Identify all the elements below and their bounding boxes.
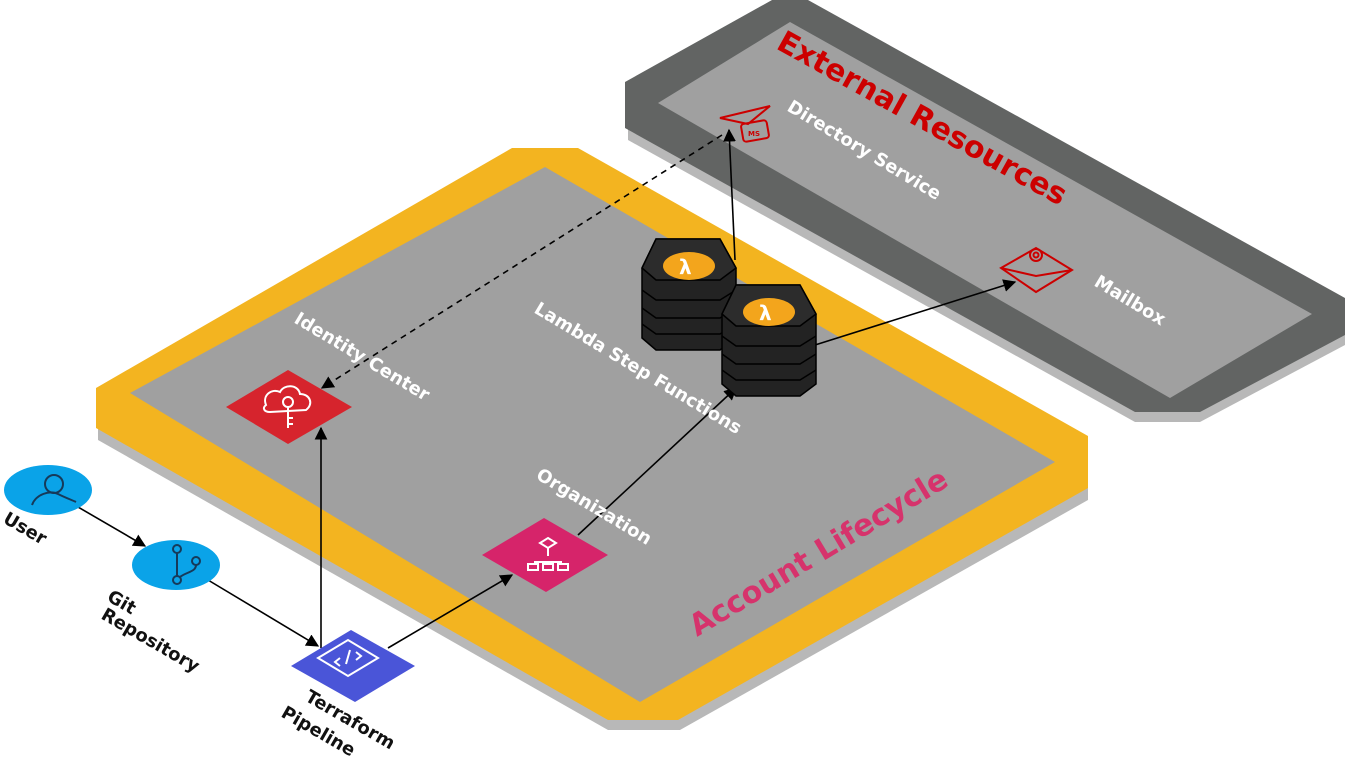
lambda-stack-back: λ bbox=[641, 238, 737, 351]
svg-text:MS: MS bbox=[748, 130, 760, 138]
terraform-pipeline-node[interactable]: Terraform Pipeline bbox=[278, 630, 416, 761]
git-repository-node[interactable]: Git Repository bbox=[98, 540, 221, 677]
organization-icon bbox=[527, 536, 569, 571]
svg-text:λ: λ bbox=[679, 255, 692, 279]
connection-arrows bbox=[77, 128, 1017, 649]
lambda-stack-front: λ bbox=[721, 284, 817, 397]
arrow-directory-to-identity-dashed bbox=[320, 134, 723, 389]
lambda-icon bbox=[663, 252, 715, 280]
arrow-lambda-to-mailbox bbox=[814, 279, 1017, 346]
mail-icon bbox=[999, 246, 1074, 294]
code-pipeline-icon bbox=[316, 638, 380, 678]
lambda-icon bbox=[743, 298, 795, 326]
arrow-organization-to-lambda bbox=[577, 387, 737, 536]
account-lifecycle-zone: Account Lifecycle bbox=[96, 148, 1088, 730]
arrow-git-to-pipeline bbox=[207, 579, 320, 647]
git-icon bbox=[172, 544, 201, 585]
identity-center-icon bbox=[262, 385, 312, 428]
arrow-lambda-to-directory bbox=[723, 128, 736, 261]
arrow-pipeline-to-organization bbox=[387, 574, 514, 649]
svg-text:λ: λ bbox=[759, 301, 772, 325]
git-label-line2: Repository bbox=[98, 604, 204, 677]
arrow-user-to-git bbox=[77, 506, 147, 547]
user-node[interactable]: User bbox=[0, 465, 92, 550]
user-icon bbox=[31, 474, 77, 506]
directory-service-icon: MS bbox=[719, 105, 771, 143]
